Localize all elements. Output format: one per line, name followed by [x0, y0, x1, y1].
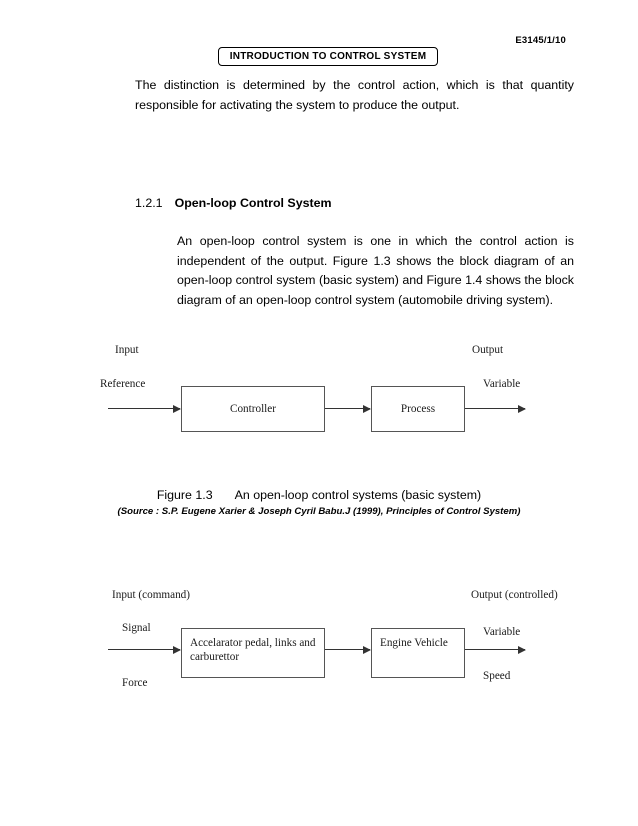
figure-1-3-block-process-label: Process [400, 403, 436, 415]
figure-1-3-source: (Source : S.P. Eugene Xarier & Joseph Cy… [117, 506, 521, 517]
figure-1-3-label-reference: Reference [100, 378, 146, 390]
figure-1-3-arrow-output [465, 404, 526, 413]
figure-1-4-block-engine-vehicle: Engine Vehicle [371, 628, 465, 678]
figure-1-3-diagram: Input Reference Output Variable Controll… [0, 336, 638, 446]
figure-1-4-label-variable: Variable [483, 626, 521, 638]
figure-1-4-block-accelerator: Accelarator pedal, links and carburettor [181, 628, 325, 678]
figure-1-4-label-output: Output (controlled) [471, 589, 558, 601]
figure-1-4-arrow-input [108, 645, 181, 654]
figure-1-3-caption-text: An open-loop control systems (basic syst… [234, 488, 482, 502]
chapter-title-text: INTRODUCTION TO CONTROL SYSTEM [229, 50, 427, 62]
figure-1-3-label-variable: Variable [483, 378, 521, 390]
figure-1-4-label-input: Input (command) [112, 589, 190, 601]
section-title: Open-loop Control System [174, 196, 332, 210]
figure-1-3-arrow-middle [325, 404, 371, 413]
figure-1-4-label-signal: Signal [122, 622, 151, 634]
figure-1-3-caption: Figure 1.3 An open-loop control systems (… [0, 487, 638, 504]
figure-1-3-label-input: Input [115, 344, 139, 356]
figure-1-4-label-speed: Speed [483, 670, 511, 682]
figure-1-4-arrow-output [465, 645, 526, 654]
intro-paragraph: The distinction is determined by the con… [135, 78, 574, 112]
figure-1-4-diagram: Input (command) Signal Force Output (con… [0, 581, 638, 696]
figure-1-4-block-engine-vehicle-label: Engine Vehicle [380, 637, 448, 649]
section-number: 1.2.1 [135, 196, 163, 210]
section-heading: 1.2.1 Open-loop Control System [135, 195, 332, 212]
figure-1-4-block-accelerator-label: Accelarator pedal, links and carburettor [190, 637, 316, 663]
page-code: E3145/1/10 [515, 35, 566, 46]
figure-1-4-label-force: Force [122, 677, 148, 689]
figure-1-3-arrow-input [108, 404, 181, 413]
figure-1-3-caption-number: Figure 1.3 [156, 488, 213, 502]
figure-1-4-arrow-middle [325, 645, 371, 654]
chapter-title-box: INTRODUCTION TO CONTROL SYSTEM [218, 47, 438, 66]
figure-1-3-label-output: Output [472, 344, 504, 356]
figure-1-3-block-controller-label: Controller [230, 403, 276, 415]
figure-1-3-block-process: Process [371, 386, 465, 432]
section-paragraph: An open-loop control system is one in wh… [177, 234, 574, 307]
figure-1-3-block-controller: Controller [181, 386, 325, 432]
